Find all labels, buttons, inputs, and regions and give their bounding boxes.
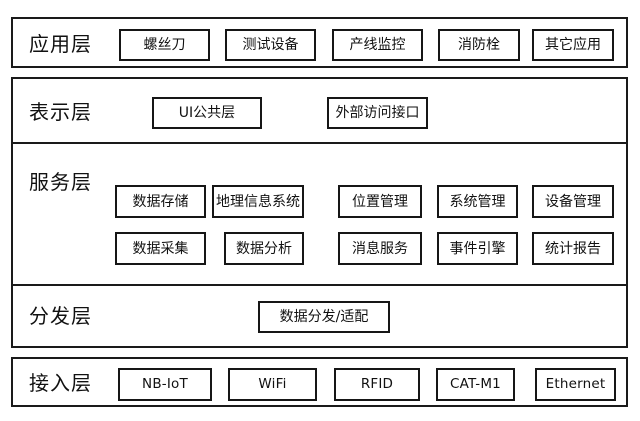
- layer-distribution: 分发层 数据分发/适配: [11, 286, 628, 348]
- layer-service: 服务层 数据存储 地理信息系统 位置管理 系统管理 设备管理 数据采集 数据分析…: [11, 144, 628, 286]
- node-service-r0-0[interactable]: 数据存储: [115, 185, 206, 218]
- layer-access: 接入层 NB-IoT WiFi RFID CAT-M1 Ethernet: [11, 357, 628, 407]
- layer-label-access: 接入层: [29, 371, 92, 395]
- node-access-1[interactable]: WiFi: [228, 368, 317, 401]
- node-application-3[interactable]: 消防栓: [438, 29, 520, 61]
- node-access-3[interactable]: CAT-M1: [436, 368, 515, 401]
- node-application-4[interactable]: 其它应用: [532, 29, 614, 61]
- node-service-r0-1[interactable]: 地理信息系统: [212, 185, 304, 218]
- node-service-r1-4[interactable]: 统计报告: [532, 232, 614, 265]
- layer-label-presentation: 表示层: [29, 100, 92, 124]
- node-presentation-0[interactable]: UI公共层: [152, 97, 262, 129]
- layer-label-service: 服务层: [29, 170, 92, 194]
- node-service-r1-2[interactable]: 消息服务: [338, 232, 422, 265]
- node-service-r1-1[interactable]: 数据分析: [224, 232, 304, 265]
- node-access-0[interactable]: NB-IoT: [118, 368, 212, 401]
- node-access-2[interactable]: RFID: [334, 368, 420, 401]
- layer-application: 应用层 螺丝刀 测试设备 产线监控 消防栓 其它应用: [11, 17, 628, 68]
- layer-label-application: 应用层: [29, 32, 92, 56]
- node-service-r0-2[interactable]: 位置管理: [338, 185, 422, 218]
- node-distribution-0[interactable]: 数据分发/适配: [258, 301, 390, 333]
- node-service-r1-3[interactable]: 事件引擎: [437, 232, 518, 265]
- node-service-r0-4[interactable]: 设备管理: [532, 185, 614, 218]
- node-application-2[interactable]: 产线监控: [332, 29, 423, 61]
- layer-presentation: 表示层 UI公共层 外部访问接口: [11, 77, 628, 144]
- node-access-4[interactable]: Ethernet: [535, 368, 616, 401]
- node-service-r0-3[interactable]: 系统管理: [437, 185, 518, 218]
- node-application-0[interactable]: 螺丝刀: [119, 29, 210, 61]
- node-application-1[interactable]: 测试设备: [225, 29, 316, 61]
- node-service-r1-0[interactable]: 数据采集: [115, 232, 206, 265]
- layer-label-distribution: 分发层: [29, 304, 92, 328]
- node-presentation-1[interactable]: 外部访问接口: [327, 97, 428, 129]
